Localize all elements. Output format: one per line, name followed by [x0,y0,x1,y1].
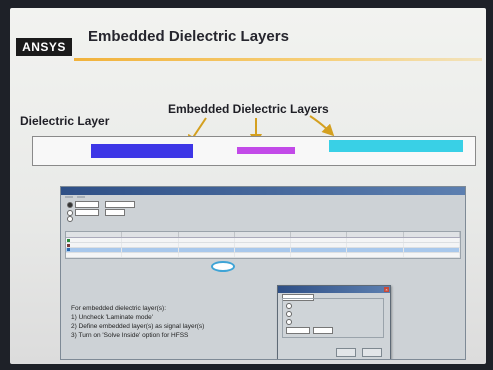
table-row[interactable] [66,243,460,248]
arrow-to-cyan-layer [309,115,335,137]
highlighted-layer-callout [211,261,235,272]
layer-color-swatch [67,244,70,247]
stackup-options [61,199,465,223]
cancel-button[interactable] [362,348,382,357]
close-icon[interactable]: × [384,287,389,292]
table-row[interactable] [66,238,460,243]
option-select-1[interactable] [105,201,135,208]
dielectric-layer-bar [91,144,193,158]
layer-stackup-editor-screenshot: For embedded dielectric layer(s): 1) Unc… [60,186,466,360]
table-row-selected[interactable] [66,248,460,253]
laminate-mode-checkbox[interactable] [67,216,73,222]
layers-table [65,231,461,259]
dialog-radio[interactable] [286,319,292,325]
layer-color-swatch [67,239,70,242]
instruction-step-2: 2) Define embedded layer(s) as signal la… [71,323,205,330]
embedded-layer-bar-cyan [329,140,463,152]
layer-color-swatch [67,248,70,251]
presentation-slide: ANSYS Embedded Dielectric Layers Dielect… [10,8,486,364]
stackup-cross-section [32,136,476,166]
option-radio-2[interactable] [67,209,99,216]
embedded-layers-label: Embedded Dielectric Layers [168,102,329,116]
instruction-step-1: 1) Uncheck 'Laminate mode' [71,314,153,321]
solve-inside-option[interactable] [286,311,292,317]
title-underline [74,58,482,61]
dialog-title-bar: × [278,286,390,293]
layers-table-header [66,232,460,238]
editor-tabs [61,195,465,199]
instructions-text: For embedded dielectric layer(s): 1) Unc… [71,304,281,340]
dialog-field[interactable] [282,294,314,301]
option-select-2[interactable] [105,209,125,216]
option-radio-1[interactable] [67,201,99,208]
table-row[interactable] [66,253,460,258]
dielectric-layer-label: Dielectric Layer [20,114,110,128]
dialog-unit-select[interactable] [313,327,333,334]
embedded-layer-bar-magenta [237,147,295,154]
editor-title-bar [61,187,465,195]
editor-tab-2[interactable] [77,196,85,198]
dialog-value-input[interactable] [286,327,310,334]
instruction-step-3: 3) Turn on 'Solve Inside' option for HFS… [71,332,189,339]
ansys-logo: ANSYS [16,38,72,56]
dialog-options-group [282,298,384,338]
layer-options-dialog: × [277,285,391,359]
instructions-heading: For embedded dielectric layer(s): [71,305,167,312]
dialog-radio[interactable] [286,303,292,309]
editor-tab-1[interactable] [65,196,73,198]
slide-title: Embedded Dielectric Layers [88,28,289,45]
ok-button[interactable] [336,348,356,357]
